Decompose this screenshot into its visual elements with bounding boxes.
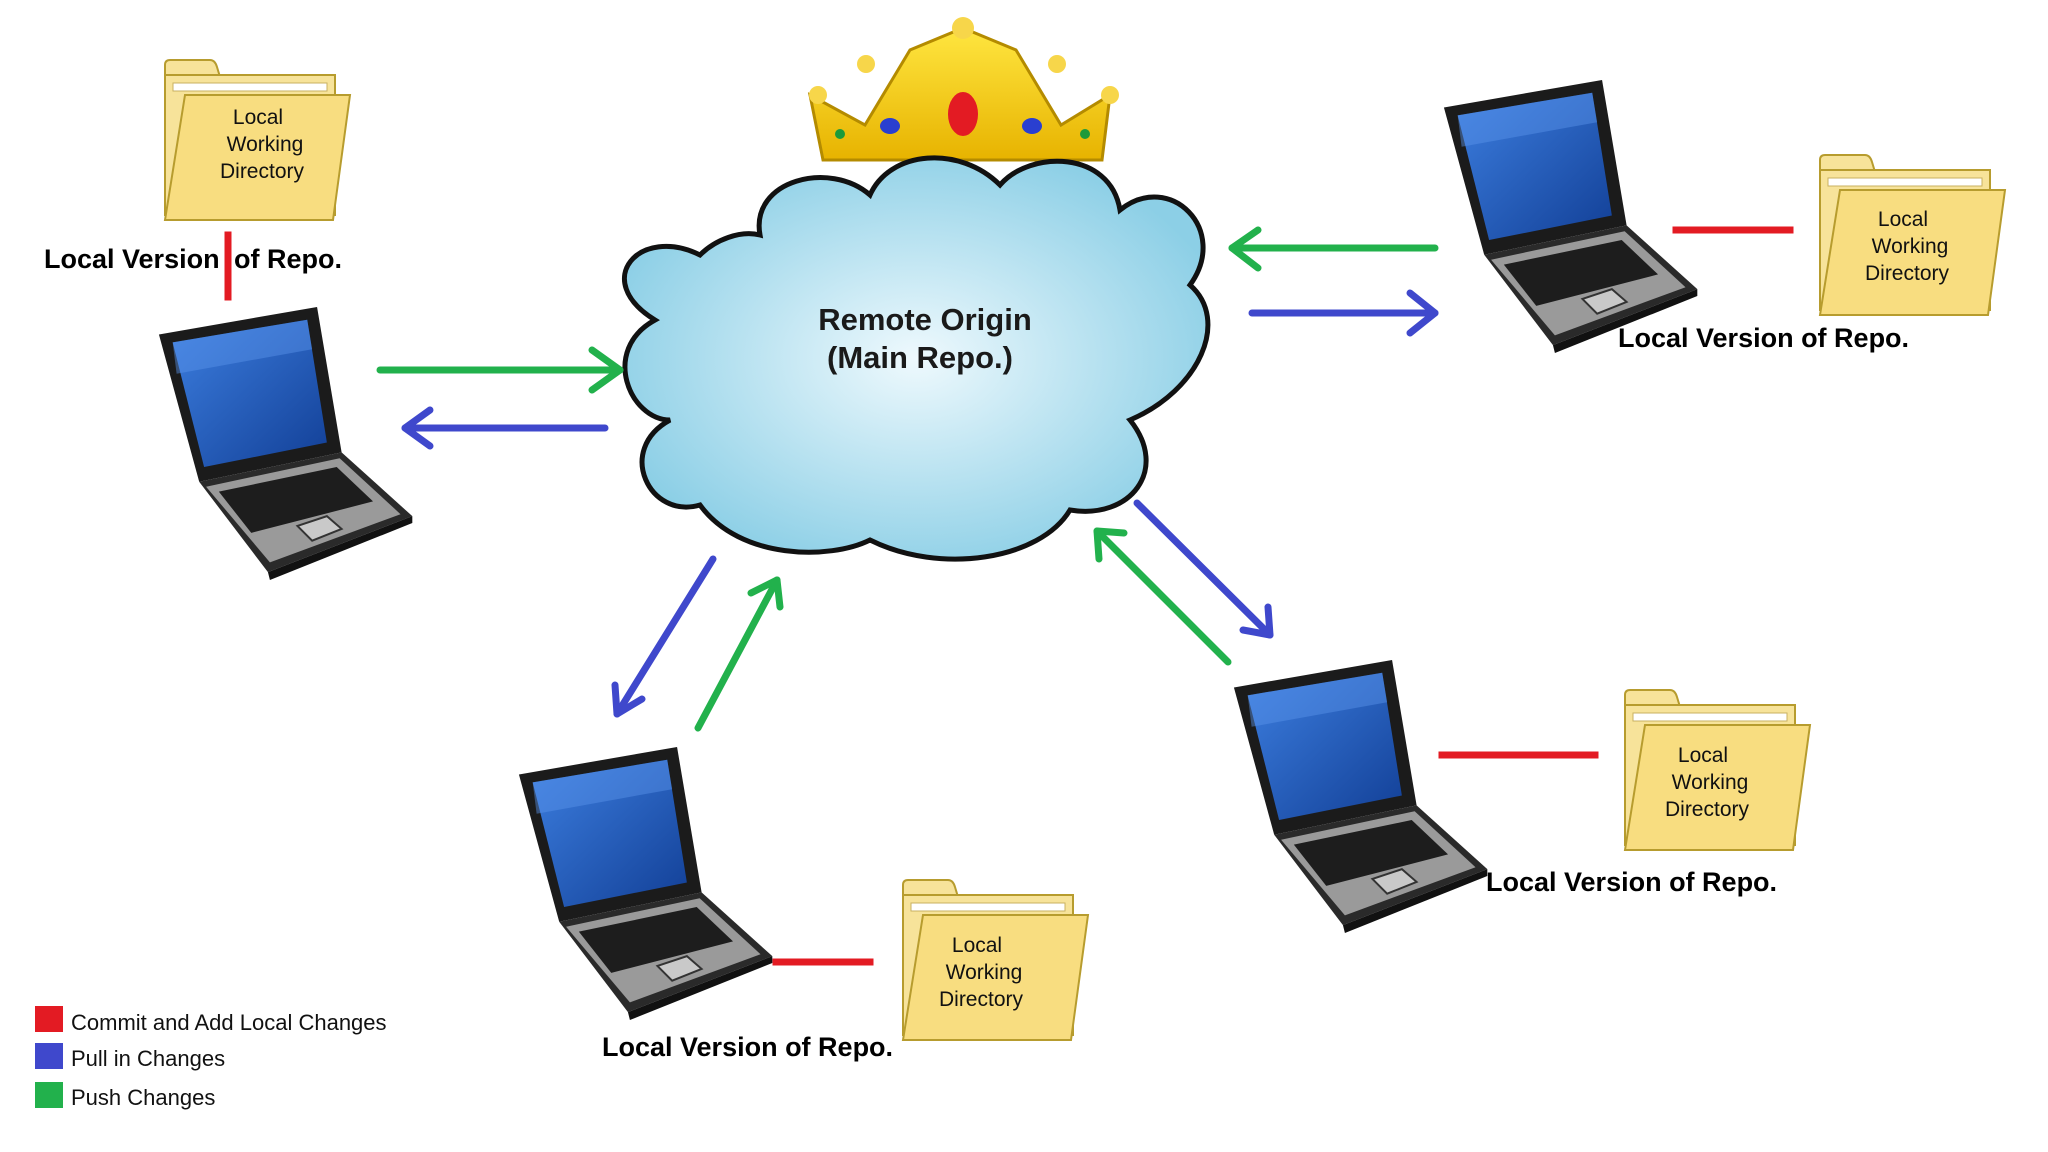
crown-icon — [807, 17, 1119, 162]
folder-bottom-right: Local Working Directory — [1624, 689, 1811, 851]
remote-origin-subtitle: (Main Repo.) — [827, 340, 1013, 375]
folder-bottom-left: Local Working Directory — [902, 879, 1089, 1041]
svg-text:Working: Working — [1672, 771, 1749, 794]
legend: Commit and Add Local Changes Pull in Cha… — [35, 1006, 387, 1110]
push-arrow-bottom-left — [694, 576, 784, 732]
laptop-bottom-right-icon — [1232, 658, 1489, 933]
folder-top-right: Local Working Directory — [1819, 154, 2006, 316]
svg-text:Local: Local — [233, 106, 283, 129]
pull-arrow-left — [401, 406, 609, 450]
push-arrow-left — [376, 346, 624, 394]
svg-text:Local: Local — [952, 934, 1002, 957]
push-arrow-top-right — [1228, 226, 1439, 272]
svg-text:Working: Working — [227, 133, 304, 156]
svg-text:Working: Working — [1872, 235, 1949, 258]
legend-swatch-commit — [35, 1006, 63, 1032]
svg-text:Working: Working — [946, 961, 1023, 984]
local-repo-label-bottom-right: Local Version of Repo. — [1486, 867, 1777, 897]
svg-text:Directory: Directory — [1665, 798, 1750, 821]
local-repo-label-bottom-left: Local Version of Repo. — [602, 1032, 893, 1062]
pull-arrow-bottom-right — [1133, 499, 1274, 639]
laptop-top-right-icon — [1442, 78, 1699, 353]
local-repo-label-left-part2: of Repo. — [234, 244, 342, 274]
push-arrow-bottom-right — [1093, 527, 1232, 666]
legend-label-commit: Commit and Add Local Changes — [71, 1010, 387, 1035]
legend-swatch-pull — [35, 1043, 63, 1069]
svg-text:Directory: Directory — [1865, 262, 1950, 285]
svg-text:Local: Local — [1878, 208, 1928, 231]
folder-top-left: Local Working Directory — [164, 59, 351, 221]
svg-text:Directory: Directory — [939, 988, 1024, 1011]
local-repo-label-left-part1: Local Version — [44, 244, 220, 274]
pull-arrow-bottom-left — [611, 555, 717, 718]
pull-arrow-top-right — [1248, 289, 1439, 337]
legend-label-pull: Pull in Changes — [71, 1046, 225, 1071]
folder-icon — [902, 879, 1089, 1041]
laptop-bottom-left-icon — [517, 745, 774, 1020]
legend-swatch-push — [35, 1082, 63, 1108]
remote-origin-cloud: Remote Origin (Main Repo.) — [621, 155, 1211, 562]
sync-arrows — [376, 226, 1439, 732]
remote-origin-title: Remote Origin — [818, 302, 1032, 337]
laptop-left-icon — [157, 305, 414, 580]
folder-icon — [1624, 689, 1811, 851]
svg-text:Directory: Directory — [220, 160, 305, 183]
local-repo-label-top-right: Local Version of Repo. — [1618, 323, 1909, 353]
svg-text:Local: Local — [1678, 744, 1728, 767]
legend-label-push: Push Changes — [71, 1085, 215, 1110]
commit-connectors — [224, 226, 1794, 966]
